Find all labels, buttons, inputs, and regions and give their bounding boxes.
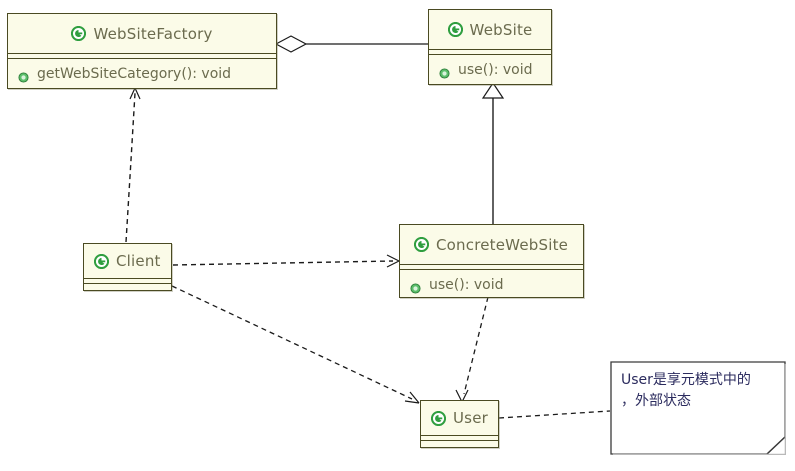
dependency-client-concretewebsite [172, 254, 400, 268]
class-box-website[interactable]: WebSite use(): void [428, 9, 552, 85]
class-separator [400, 264, 583, 270]
class-icon [71, 25, 87, 42]
generalization-concretewebsite-website [481, 81, 505, 228]
dependency-concretewebsite-user [455, 296, 489, 403]
public-member-icon [439, 64, 450, 79]
public-member-icon [410, 279, 421, 294]
class-header-concretewebsite: ConcreteWebSite [400, 225, 583, 264]
class-name-label: User [453, 409, 488, 427]
class-icon [413, 236, 430, 253]
dependency-client-factory [125, 87, 141, 243]
member-label: use(): void [429, 276, 504, 293]
note-box[interactable]: User是享元模式中的 ，外部状态 [610, 361, 786, 455]
class-header-websitefactory: WebSiteFactory [8, 14, 276, 53]
class-separator [421, 435, 498, 441]
public-member-icon [18, 68, 29, 83]
members-compartment-empty [421, 441, 498, 448]
class-box-client[interactable]: Client [83, 243, 172, 291]
class-header-website: WebSite [429, 10, 551, 49]
note-text: User是享元模式中的 ，外部状态 [621, 372, 751, 409]
class-name-label: WebSiteFactory [93, 24, 213, 43]
members-compartment-empty [84, 284, 171, 291]
class-icon [93, 253, 110, 269]
class-header-user: User [421, 401, 498, 435]
dependency-client-user [171, 285, 420, 404]
note-shape [610, 361, 786, 455]
member-label: getWebSiteCategory(): void [37, 65, 232, 82]
class-box-user[interactable]: User [420, 400, 499, 448]
member-row-use[interactable]: use(): void [400, 270, 583, 299]
class-icon [430, 410, 447, 426]
member-row-getwebsitecategory[interactable]: getWebSiteCategory(): void [8, 59, 276, 88]
member-row-use[interactable]: use(): void [429, 55, 551, 84]
class-name-label: WebSite [469, 20, 533, 39]
class-name-label: ConcreteWebSite [436, 235, 569, 254]
class-box-concretewebsite[interactable]: ConcreteWebSite use(): void [399, 224, 584, 298]
class-separator [8, 53, 276, 59]
class-name-label: Client [116, 252, 161, 270]
class-header-client: Client [84, 244, 171, 278]
class-separator [429, 49, 551, 55]
class-separator [84, 278, 171, 284]
note-anchor-user [498, 410, 611, 419]
member-label: use(): void [458, 61, 533, 78]
aggregation-factory-website [274, 35, 428, 53]
class-icon [447, 21, 463, 38]
class-box-websitefactory[interactable]: WebSiteFactory getWebSiteCategory(): voi… [7, 13, 277, 89]
